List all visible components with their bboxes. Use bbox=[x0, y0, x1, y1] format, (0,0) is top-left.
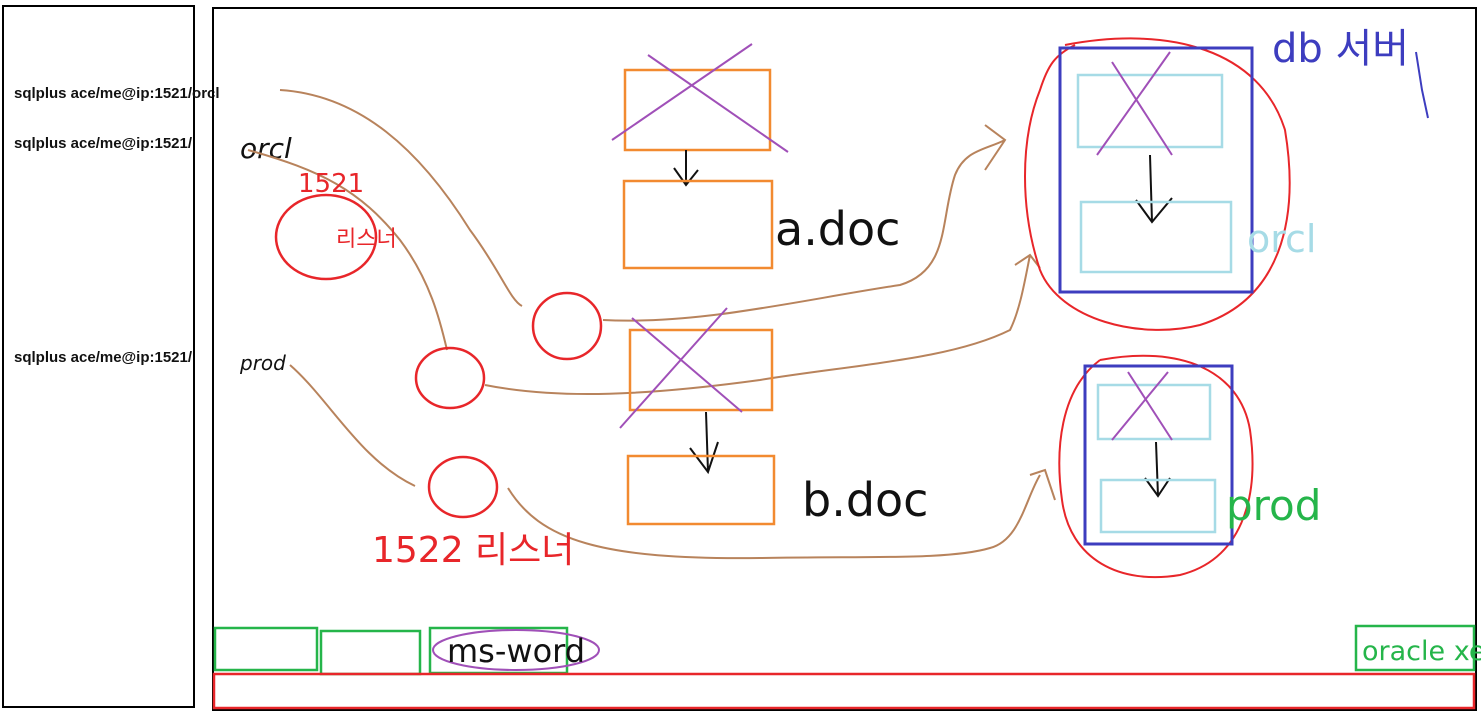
arrow-down-icon bbox=[1144, 441, 1171, 498]
server-boundary-red bbox=[1024, 37, 1291, 331]
msword-label: ms-word bbox=[447, 632, 585, 670]
taskbar-bar bbox=[212, 672, 1476, 710]
taskbar-oracle-xe-box[interactable] bbox=[1354, 624, 1476, 672]
doc-b-box-bottom bbox=[626, 454, 776, 526]
command-line-prod: sqlplus ace/me@ip:1521/ bbox=[14, 349, 193, 366]
orcl-label: orcl bbox=[1247, 217, 1317, 261]
command-line-orcl: sqlplus ace/me@ip:1521/orcl bbox=[14, 85, 220, 102]
doc-b-box-top bbox=[628, 328, 774, 412]
listener-1521-label: 리스너 bbox=[336, 227, 397, 252]
db-server-label-group: db 서버 bbox=[1272, 26, 1429, 119]
connection-circle-2 bbox=[414, 346, 486, 410]
taskbar-icons: ms-word oracle xe bbox=[213, 624, 1481, 676]
orcl-box-bottom bbox=[1079, 200, 1233, 274]
db-server-label: db 서버 bbox=[1272, 26, 1409, 72]
prod-box-top bbox=[1096, 383, 1212, 441]
doc-b-group: b.doc bbox=[619, 307, 928, 527]
doc-a-box-bottom bbox=[622, 179, 774, 270]
arrow-down-icon bbox=[1135, 154, 1173, 224]
cmd3-suffix: prod bbox=[239, 351, 286, 375]
oracle-xe-label: oracle xe bbox=[1362, 636, 1481, 667]
listener-1521-circle bbox=[274, 193, 378, 281]
db-server-orcl: orcl bbox=[1024, 37, 1317, 331]
db-server-prod: prod bbox=[1058, 354, 1321, 579]
listener-nodes bbox=[274, 193, 603, 519]
prod-label: prod bbox=[1226, 481, 1321, 530]
connection-circle-3 bbox=[427, 455, 499, 519]
taskbar-box-1[interactable] bbox=[213, 626, 319, 672]
connection-circle-1 bbox=[531, 291, 603, 361]
command-line-orcl-2: sqlplus ace/me@ip:1521/ bbox=[14, 135, 193, 152]
doc-b-label: b.doc bbox=[802, 473, 928, 527]
prod-box-bottom bbox=[1099, 478, 1217, 534]
doc-a-group: a.doc bbox=[611, 43, 900, 270]
taskbar-box-2[interactable] bbox=[319, 629, 422, 676]
server-frame-prod bbox=[1083, 364, 1234, 546]
cmd2-suffix: orcl bbox=[240, 132, 292, 165]
connection-lines bbox=[247, 89, 1056, 560]
orcl-box-top bbox=[1076, 73, 1224, 149]
doc-a-box-top bbox=[623, 68, 772, 152]
doc-a-label: a.doc bbox=[775, 202, 900, 256]
server-boundary-red-prod bbox=[1058, 354, 1254, 579]
msword-highlight bbox=[432, 629, 600, 671]
left-panel bbox=[2, 5, 195, 708]
canvas-frame bbox=[212, 7, 1477, 711]
arrow-down-icon bbox=[689, 411, 719, 475]
port-1521-label: 1521 bbox=[298, 169, 364, 199]
server-frame-orcl bbox=[1058, 46, 1254, 294]
arrow-down-icon bbox=[673, 150, 699, 187]
listener-1522-label: 1522 리스너 bbox=[372, 530, 574, 571]
